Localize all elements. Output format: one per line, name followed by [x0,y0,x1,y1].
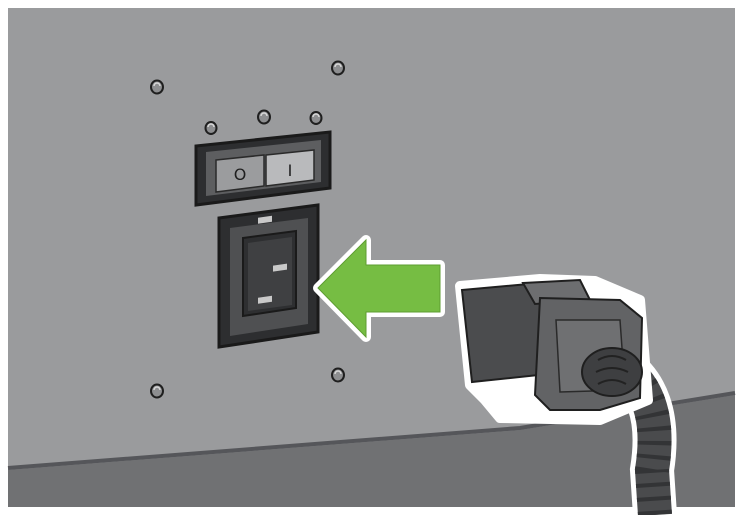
switch-off-side[interactable] [215,154,265,193]
socket-pin [258,295,272,304]
socket-pin [258,215,272,224]
arrow-left-icon [313,235,445,342]
socket-pin [273,263,287,272]
switch-on-side[interactable] [265,149,315,187]
iec-power-socket-icon[interactable] [217,203,320,349]
screw-icon [150,79,164,95]
screw-icon [150,383,164,399]
strain-relief [581,347,643,397]
switch-on-symbol: I [288,161,293,180]
screw-icon [331,367,345,383]
lower-panel [8,395,735,507]
switch-off-symbol: O [234,165,247,184]
screw-icon [331,60,345,76]
screw-icon [309,111,323,125]
screw-icon [257,109,271,125]
power-plug-icon[interactable] [455,274,677,515]
power-switch[interactable]: O I [194,130,332,207]
screw-icon [204,121,218,135]
